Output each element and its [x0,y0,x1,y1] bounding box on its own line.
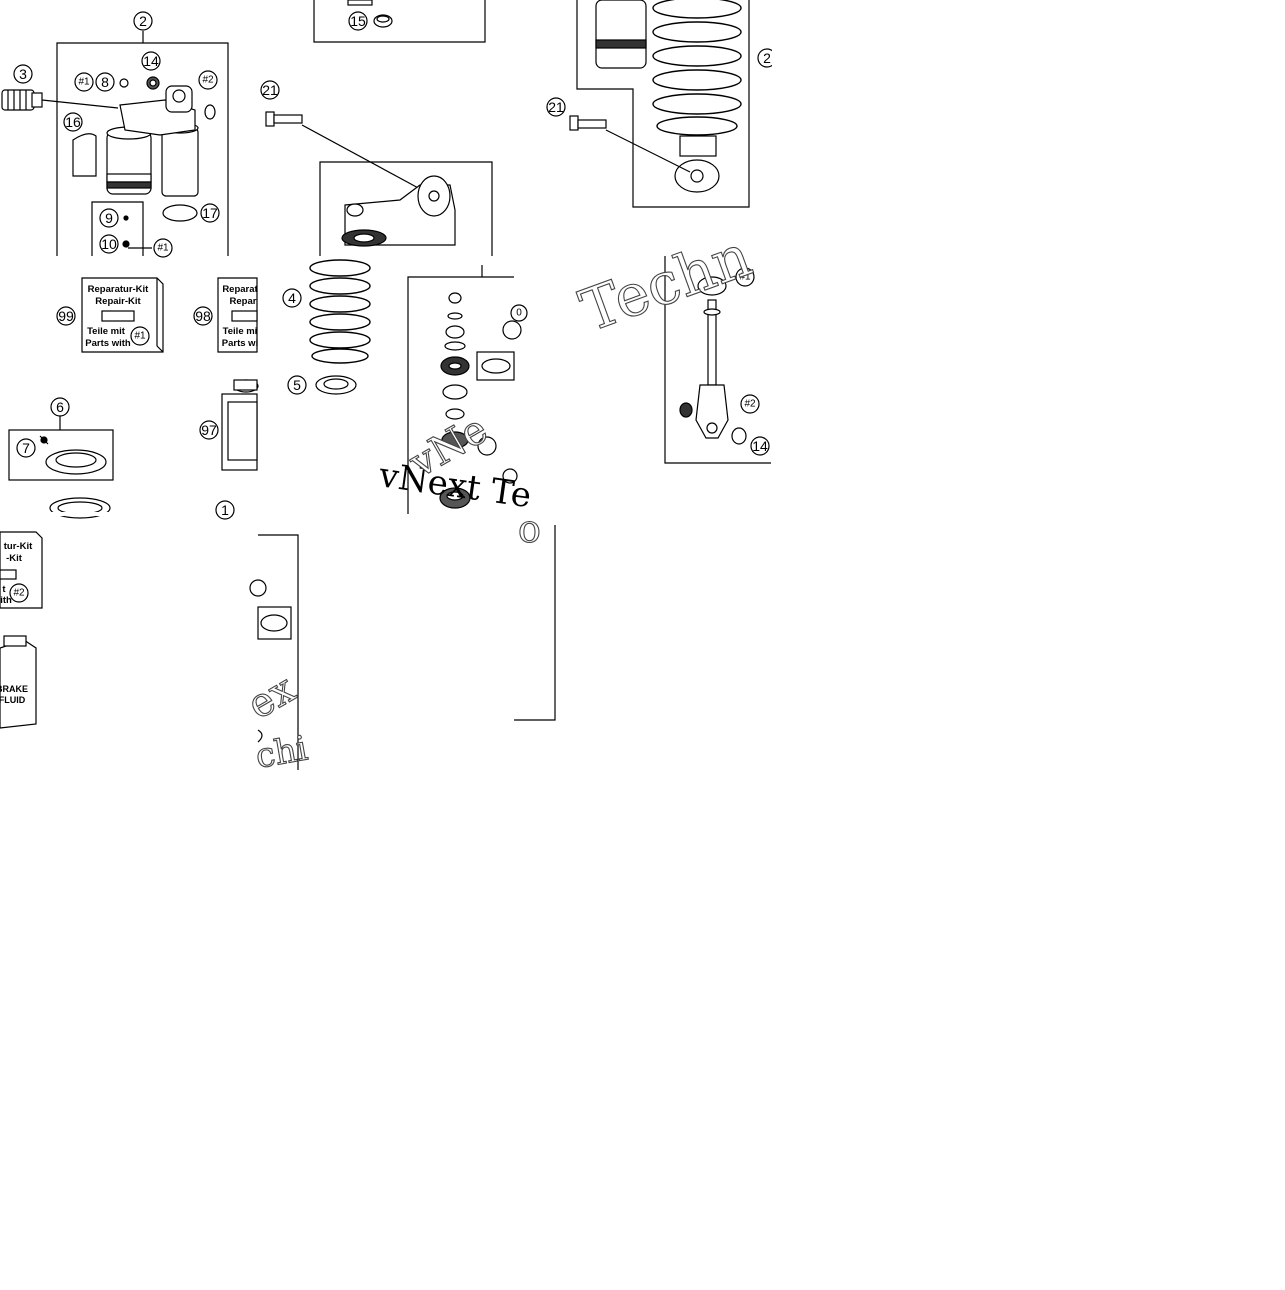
callout-9: 9 [105,210,113,226]
callout-99: 99 [58,308,74,324]
kit-98-line3: Teile mi [223,326,258,337]
kit-bl-line1: tur-Kit [4,541,33,552]
kit-bl-tag: #2 [13,588,25,599]
kit-99-line3: Teile mit [87,326,126,337]
kit-99-line1: Reparatur-Kit [88,284,150,295]
callout-kit-2e: #2 [744,399,756,410]
callout-2: 2 [139,13,147,29]
callout-kit-1b: #1 [157,243,169,254]
kit-98-line1: Reparat [222,284,258,295]
callout-21a: 21 [262,82,278,98]
kit-bl-line4: ith [0,595,12,606]
oil-can-97: 97 [199,379,259,471]
kit-98-line4: Parts wi [222,338,258,349]
callout-97: 97 [201,422,217,438]
panel-adjusting-nut: 6 7 1 [0,397,235,520]
repair-kit-99: Reparatur-Kit Repair-Kit Teile mit Parts… [56,277,164,353]
kit-bl-line3: t [2,584,6,595]
kit-bl-line2: -Kit [6,553,23,564]
callout-2-right: 2 [763,50,771,66]
callout-4: 4 [288,290,296,306]
callout-21b: 21 [548,99,564,115]
callout-5: 5 [293,377,301,393]
callout-kit-2: #2 [202,75,214,86]
callout-8: 8 [101,74,109,90]
callout-3: 3 [19,66,27,82]
callout-98: 98 [195,308,211,324]
kit-99-line2: Repair-Kit [95,296,141,307]
callout-17: 17 [202,205,218,221]
callout-15: 15 [350,13,366,29]
panel-shock-body [56,31,229,256]
panel-piston-rod: #1 #2 14 [664,256,771,464]
brake-fluid-can: BRAKE FLUID [0,635,37,729]
panel-center-shock: 21 4 5 [260,80,493,395]
callout-kit-1: #1 [78,77,90,88]
repair-kit-lower: tur-Kit -Kit t ith #2 [0,531,43,609]
panel-spring-shock: 21 2 [546,0,777,208]
callout-14: 14 [143,53,159,69]
callout-1: 1 [221,502,229,518]
panel-top-center: 15 [313,0,486,43]
callout-7: 7 [22,440,30,456]
panel-lower-middle [249,525,556,770]
callout-6: 6 [56,399,64,415]
watermark-5: chi [253,728,311,776]
callout-0: 0 [516,308,522,319]
repair-kit-98: Reparat Repar Teile mi Parts wi 98 [193,277,259,353]
brake-line1: BRAKE [0,684,28,694]
panel-stack: 0 [407,265,528,514]
callout-14b: 14 [752,438,768,454]
watermark-6: o [518,507,541,551]
callout-16: 16 [65,114,81,130]
adjuster-part [1,89,119,111]
callout-kit-1e: #1 [739,272,751,283]
callouts-top-left: 2 3 14 #1 8 #2 16 17 9 10 #1 [13,11,220,258]
watermark-1: Techn [572,221,760,345]
kit-98-line2: Repar [230,296,257,307]
brake-line2: FLUID [0,695,26,705]
kit-99-tag: #1 [134,331,146,342]
callout-10: 10 [101,236,117,252]
kit-99-line4: Parts with [85,338,131,349]
watermark-4: ex [240,665,303,728]
